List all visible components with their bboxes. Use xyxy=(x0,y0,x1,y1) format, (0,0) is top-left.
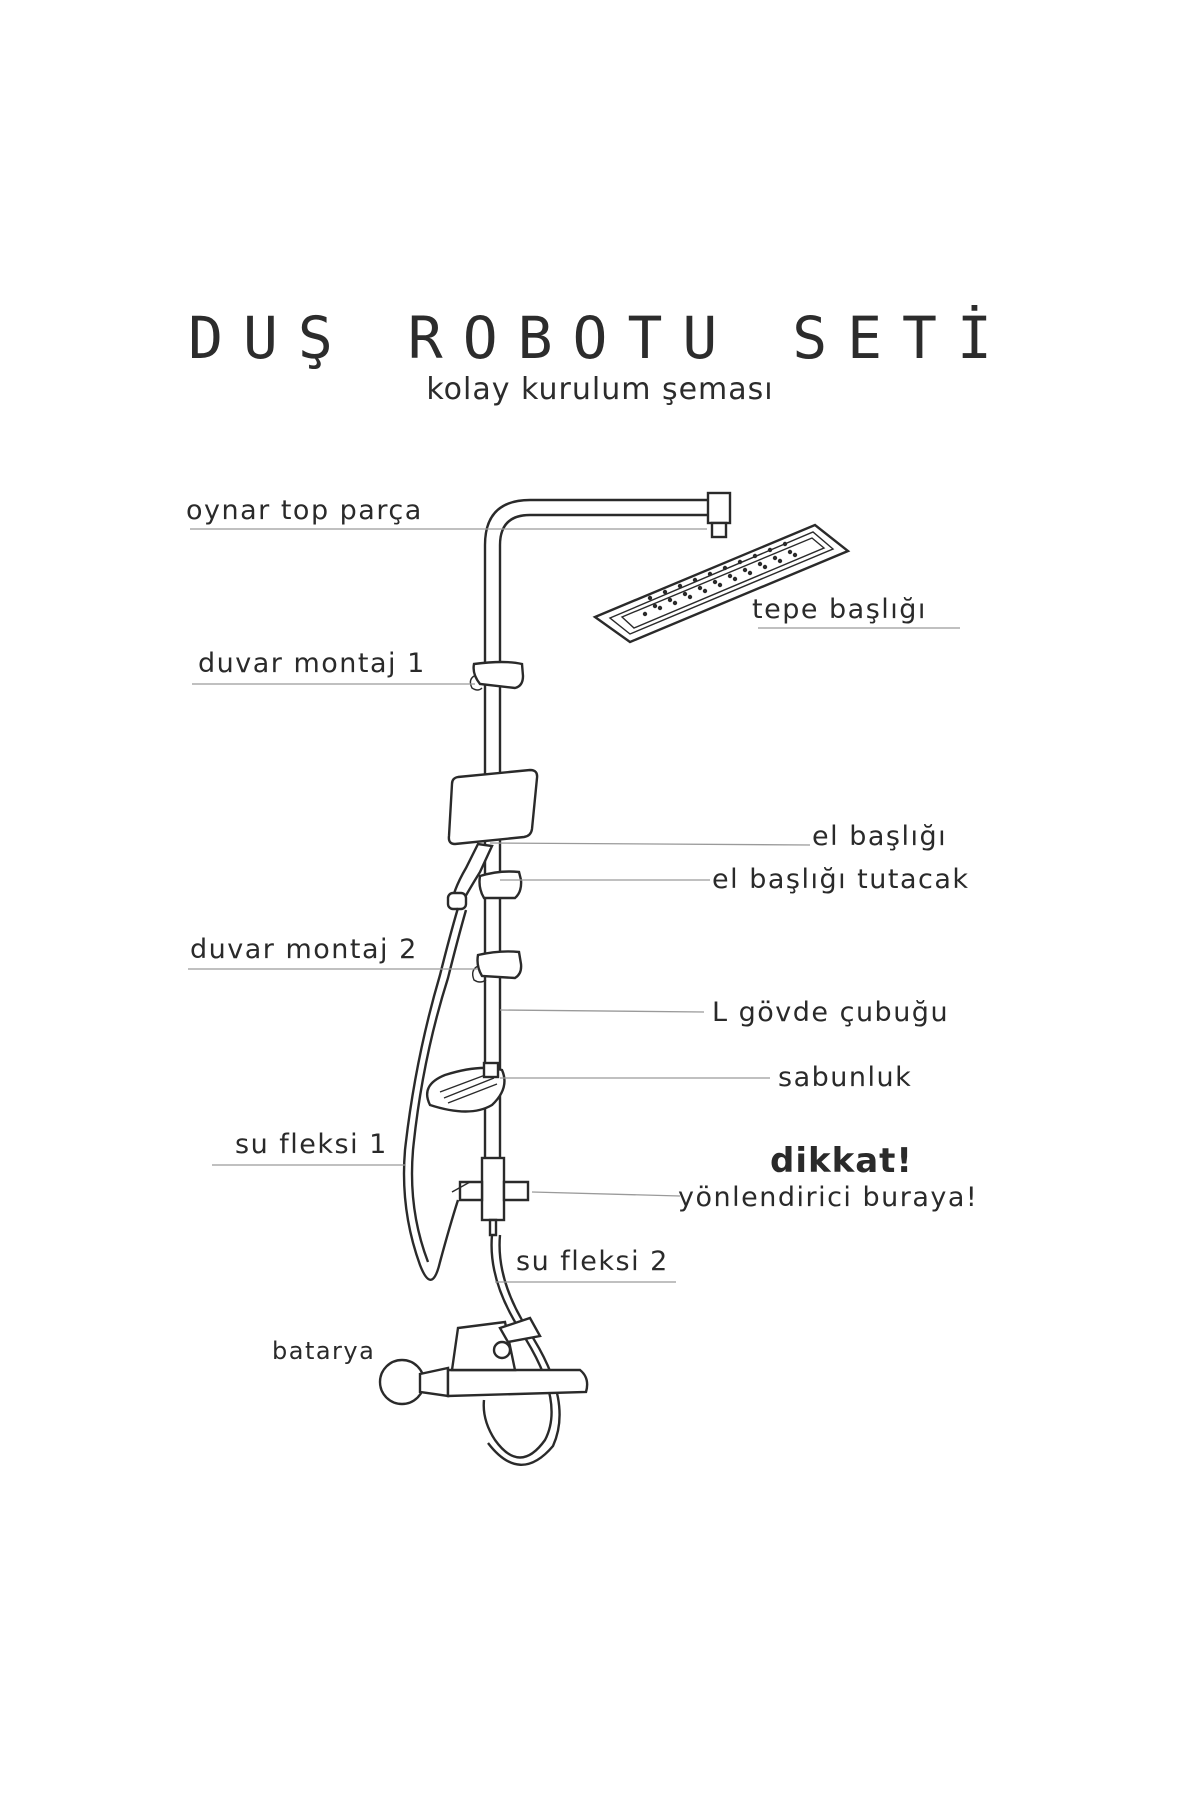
overhead-shower-head xyxy=(592,523,851,644)
page-title: DUŞ ROBOTU SETİ xyxy=(188,304,1012,372)
label-wall-mount-1: duvar montaj 1 xyxy=(198,648,426,679)
label-hose-1: su fleksi 1 xyxy=(235,1129,388,1160)
wall-mount-1 xyxy=(469,660,525,691)
label-l-body-rod: L gövde çubuğu xyxy=(712,997,949,1028)
label-mixer-tap: batarya xyxy=(272,1337,375,1365)
hose-1 xyxy=(402,907,468,1281)
label-hand-shower: el başlığı xyxy=(812,821,947,852)
nozzle-pattern xyxy=(642,541,798,617)
leader-lines xyxy=(188,528,960,1283)
ball-joint xyxy=(706,491,732,539)
label-overhead-shower-head: tepe başlığı xyxy=(752,594,927,625)
label-hose-2: su fleksi 2 xyxy=(516,1246,669,1277)
label-wall-mount-2: duvar montaj 2 xyxy=(190,934,418,965)
label-soap-dish: sabunluk xyxy=(778,1062,912,1093)
l-body-rod xyxy=(483,498,715,1190)
label-attention: dikkat! xyxy=(770,1141,913,1181)
wall-mount-2 xyxy=(471,950,523,983)
page-subtitle: kolay kurulum şeması xyxy=(426,372,774,407)
label-diverter: yönlendirici buraya! xyxy=(678,1182,978,1213)
mixer-tap xyxy=(378,1316,589,1406)
soap-dish xyxy=(425,1061,506,1113)
diverter xyxy=(451,1156,530,1237)
label-hand-shower-holder: el başlığı tutacak xyxy=(712,864,970,895)
hand-shower-holder xyxy=(478,870,523,900)
label-ball-joint: oynar top parça xyxy=(186,495,423,526)
hand-shower xyxy=(446,768,539,911)
